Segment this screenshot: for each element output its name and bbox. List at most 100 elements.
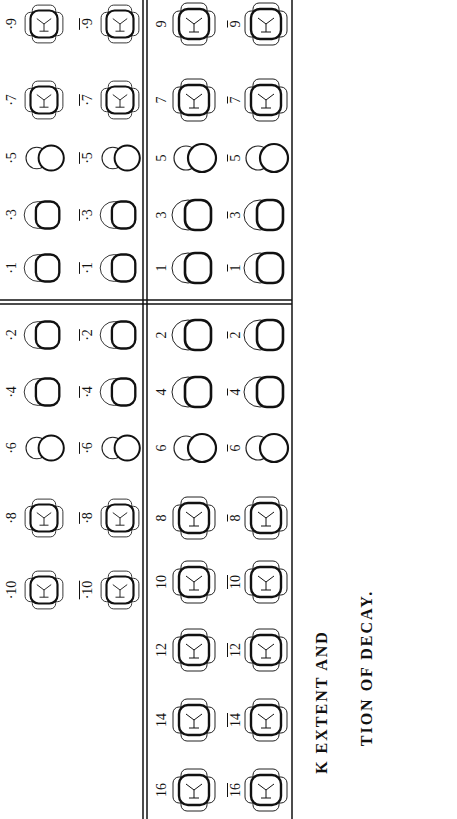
tooth <box>173 769 215 811</box>
tooth <box>26 435 64 460</box>
tooth-number: 12 <box>155 643 169 657</box>
divider-line <box>146 0 148 819</box>
tooth <box>101 5 139 43</box>
tooth-number: 1 <box>155 265 169 272</box>
tooth <box>24 322 59 349</box>
tooth <box>245 769 287 811</box>
tooth <box>101 81 139 119</box>
tooth-number: ·2 <box>81 329 95 341</box>
tooth <box>174 144 216 172</box>
tooth-number: 10 <box>155 575 169 589</box>
tooth <box>100 255 135 282</box>
tooth-number: 16 <box>155 783 169 797</box>
tooth-number: 7 <box>229 97 243 104</box>
tooth <box>173 561 215 603</box>
tooth-number: 4 <box>229 389 243 396</box>
temporary-teeth <box>24 5 140 609</box>
tooth <box>245 79 287 121</box>
tooth-number: 9 <box>229 21 243 28</box>
tooth-number: 8 <box>155 515 169 522</box>
divider-line <box>0 303 292 305</box>
tooth-number: ·3 <box>81 209 95 221</box>
tooth <box>173 629 215 671</box>
tooth <box>246 434 288 462</box>
tooth <box>245 497 287 539</box>
tooth-number: 2 <box>155 332 169 339</box>
tooth <box>25 81 63 119</box>
title-fragment: TION OF DECAY. <box>359 590 375 746</box>
tooth-number: ·6 <box>5 442 19 454</box>
table-rules <box>0 0 292 819</box>
tooth <box>172 377 211 407</box>
divider-line <box>142 0 144 819</box>
tooth <box>173 699 215 741</box>
tooth-number: ·4 <box>81 386 95 398</box>
tooth-number: ·4 <box>5 386 19 398</box>
tooth <box>245 699 287 741</box>
title-fragment: K EXTENT AND <box>314 630 330 774</box>
tooth <box>24 255 59 282</box>
permanent-teeth <box>172 3 288 811</box>
tooth-number: 4 <box>155 389 169 396</box>
tooth-number: 10 <box>229 575 243 589</box>
tooth-number: 14 <box>229 713 243 727</box>
tooth-number: ·7 <box>5 94 19 106</box>
tooth <box>244 253 283 283</box>
tooth-number: ·8 <box>5 512 19 524</box>
tooth <box>101 571 139 609</box>
tooth-number: 2 <box>229 332 243 339</box>
tooth-number: ·1 <box>81 262 95 274</box>
tooth-number: 5 <box>229 155 243 162</box>
tooth-number: ·9 <box>5 18 19 30</box>
tooth <box>100 379 135 406</box>
tooth-number: ·8 <box>81 512 95 524</box>
tooth <box>25 5 63 43</box>
tooth <box>245 3 287 45</box>
tooth-number: 1 <box>229 265 243 272</box>
tooth <box>24 379 59 406</box>
tooth <box>244 377 283 407</box>
tooth <box>173 79 215 121</box>
tooth-number: 5 <box>155 155 169 162</box>
tooth <box>172 200 211 230</box>
tooth-number: 8 <box>229 515 243 522</box>
tooth <box>246 144 288 172</box>
tooth-number: ·9 <box>81 18 95 30</box>
tooth <box>24 202 59 229</box>
tooth <box>100 202 135 229</box>
tooth <box>244 200 283 230</box>
border-line <box>291 0 293 819</box>
tooth <box>245 629 287 671</box>
tooth <box>101 499 139 537</box>
tooth-number: ·6 <box>81 442 95 454</box>
tooth <box>245 561 287 603</box>
tooth <box>25 499 63 537</box>
tooth-number: 9 <box>155 21 169 28</box>
tooth-number: 6 <box>229 445 243 452</box>
tooth-number: ·2 <box>5 329 19 341</box>
tooth <box>100 322 135 349</box>
tooth-number: ·10 <box>81 581 95 600</box>
tooth <box>102 145 140 170</box>
tooth-number: 12 <box>229 643 243 657</box>
tooth-number: 14 <box>155 713 169 727</box>
tooth-number: ·5 <box>5 152 19 164</box>
tooth-number: ·5 <box>81 152 95 164</box>
tooth-number: 3 <box>155 212 169 219</box>
tooth <box>102 435 140 460</box>
tooth-number: 3 <box>229 212 243 219</box>
tooth-number: ·3 <box>5 209 19 221</box>
tooth-number: 7 <box>155 97 169 104</box>
tooth <box>172 253 211 283</box>
tooth-number: 16 <box>229 783 243 797</box>
tooth <box>173 497 215 539</box>
tooth-number: ·7 <box>81 94 95 106</box>
tooth-number: 6 <box>155 445 169 452</box>
tooth <box>174 434 216 462</box>
tooth-number: ·1 <box>5 262 19 274</box>
divider-line <box>0 299 292 301</box>
tooth <box>244 320 283 350</box>
tooth <box>26 145 64 170</box>
